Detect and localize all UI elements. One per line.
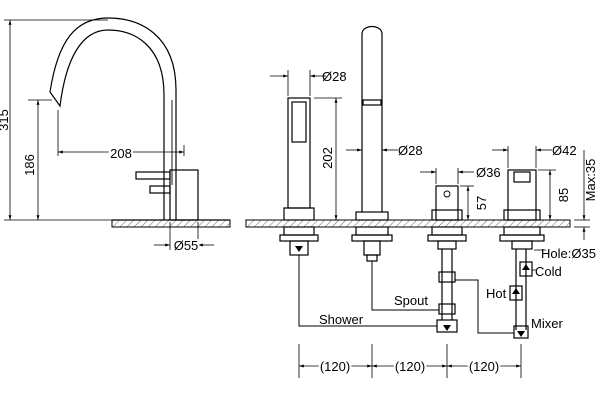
mixer-body (499, 169, 545, 339)
spout-pipe (371, 261, 439, 311)
tap-base (169, 169, 199, 221)
up-arrow-icon (512, 288, 520, 294)
tap-side-view: 315 186 208 Ø55 (0, 17, 231, 255)
dim-handshower-dia: Ø28 (322, 69, 347, 84)
dim-reach: 208 (110, 146, 132, 161)
hole-label: Hole:Ø35 (541, 246, 596, 261)
tap-spout (49, 17, 177, 220)
dim-base-dia: Ø55 (174, 238, 199, 253)
label-hot: Hot (486, 286, 507, 301)
dim-spacing-3: (120) (469, 359, 499, 374)
dim-spacing-2: (120) (395, 359, 425, 374)
label-spout: Spout (394, 293, 428, 308)
deck-right (245, 219, 571, 228)
up-arrow-icon (295, 246, 303, 252)
label-shower: Shower (319, 312, 364, 327)
dim-deck-max: Max:35 (583, 159, 598, 202)
tap-lever (135, 171, 171, 180)
dim-mixer-height: 85 (556, 188, 571, 202)
handshower (279, 97, 319, 256)
dim-mixer-dia: Ø42 (552, 143, 577, 158)
up-arrow-icon (517, 331, 525, 337)
tap-lever-knob (149, 185, 171, 194)
up-arrow-icon (443, 325, 451, 331)
diverter-valve (427, 185, 467, 333)
dim-spacing-1: (120) (320, 359, 350, 374)
dim-spout-dia: Ø28 (398, 143, 423, 158)
dim-valve-height: 57 (474, 196, 489, 210)
dim-valve-dia: Ø36 (476, 165, 501, 180)
bath-set-view: Ø28 202 Ø28 (245, 25, 598, 378)
dim-height-total: 315 (0, 109, 11, 131)
label-mixer: Mixer (531, 316, 563, 331)
label-cold: Cold (535, 264, 562, 279)
shower-pipe (298, 255, 437, 327)
dim-handshower-height: 202 (320, 147, 335, 169)
mixer-pipe (455, 279, 514, 334)
dim-spout-height: 186 (22, 154, 37, 176)
up-arrow-icon (522, 264, 530, 270)
deck-left (111, 219, 231, 228)
